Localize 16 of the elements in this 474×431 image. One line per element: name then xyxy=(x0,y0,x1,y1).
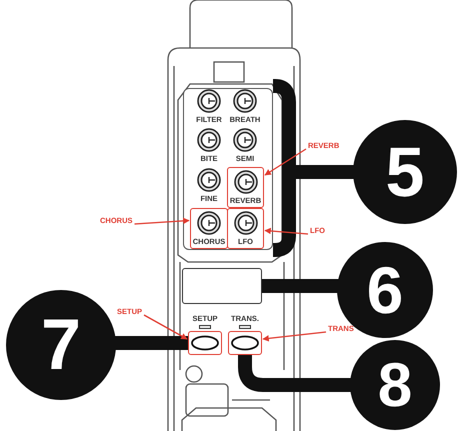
highlight-frame xyxy=(227,167,264,208)
knob-panel xyxy=(183,88,273,250)
arrow xyxy=(134,218,190,225)
callout-number: 8 xyxy=(350,340,440,430)
highlight-frame xyxy=(227,208,264,249)
callout-bar xyxy=(114,336,188,350)
arrow xyxy=(264,148,306,176)
callout-bar xyxy=(238,355,352,392)
callout-number: 7 xyxy=(6,290,116,400)
arrow xyxy=(144,314,188,340)
arrow xyxy=(262,331,326,342)
arrow xyxy=(264,228,308,235)
callout-number: 5 xyxy=(353,120,457,224)
display-screen xyxy=(182,268,262,304)
highlight-frame xyxy=(190,208,228,249)
callout-bar xyxy=(262,279,339,293)
